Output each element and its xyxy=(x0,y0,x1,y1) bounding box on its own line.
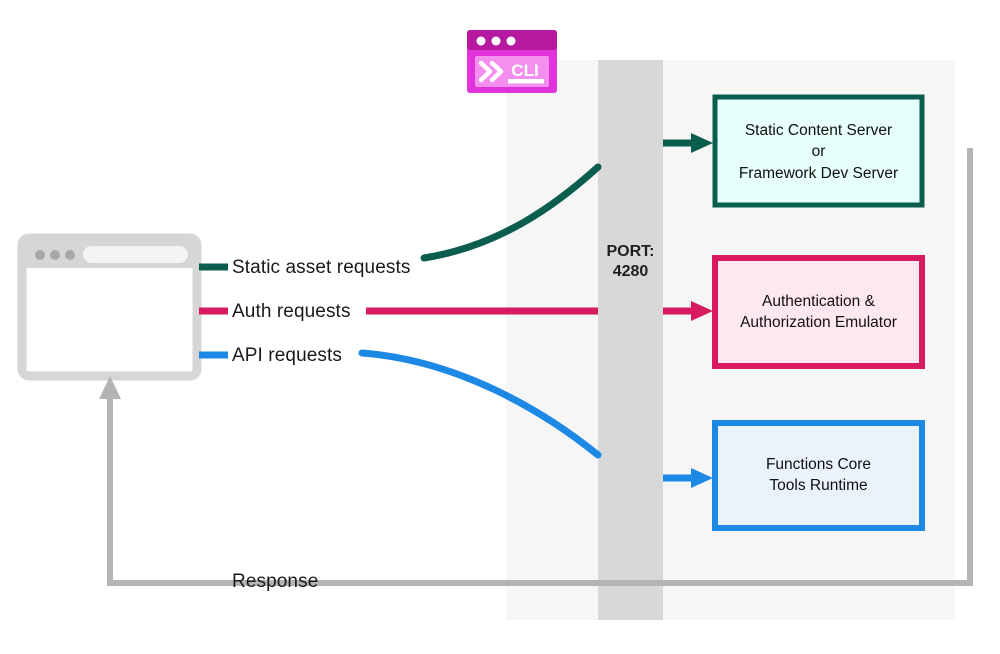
port-band xyxy=(598,60,663,620)
port-label: PORT: 4280 xyxy=(598,242,663,283)
cli-dot-1 xyxy=(476,36,486,46)
flow-arrow-api-icon xyxy=(691,468,713,488)
flow-line-api xyxy=(358,349,602,459)
browser-viewport xyxy=(31,273,188,371)
flow-arrow-auth-icon xyxy=(691,301,713,321)
port-number: 4280 xyxy=(612,263,649,281)
service-label-line-2: or xyxy=(811,143,826,161)
browser-window xyxy=(17,233,202,381)
service-label-line-2: Authorization Emulator xyxy=(740,314,897,332)
browser-dot-1 xyxy=(35,250,45,260)
cli-dot-2 xyxy=(491,36,501,46)
cli-icon-text: CLI xyxy=(511,61,538,80)
cli-underline xyxy=(508,79,544,84)
service-label-line-1: Static Content Server xyxy=(744,122,893,139)
service-box-auth-emulator-rect xyxy=(712,255,925,369)
service-label-line-3: Framework Dev Server xyxy=(738,164,899,182)
browser-dot-3 xyxy=(65,250,75,260)
response-path xyxy=(107,148,973,586)
service-box-static-content-server-rect xyxy=(712,94,925,208)
browser-address-bar[interactable] xyxy=(83,246,188,263)
flow-label-auth: Auth requests xyxy=(232,301,351,322)
flow-arrow-static-icon xyxy=(691,133,713,153)
service-label-static-content-server: Static Content Server or Framework Dev S… xyxy=(716,120,921,184)
service-box-functions-runtime[interactable] xyxy=(712,420,925,531)
cli-chevron-1-icon xyxy=(478,60,493,83)
cli-icon: CLI xyxy=(467,30,557,93)
response-label: Response xyxy=(232,571,319,592)
flow-line-static xyxy=(420,163,602,262)
service-label-line-1: Functions Core xyxy=(765,456,872,473)
service-box-functions-runtime-rect xyxy=(712,420,925,531)
service-label-auth-emulator: Authentication & Authorization Emulator xyxy=(716,291,921,334)
service-label-functions-runtime: Functions Core Tools Runtime xyxy=(716,454,921,497)
service-box-static-content-server[interactable] xyxy=(712,94,925,208)
service-label-line-1: Authentication & xyxy=(762,293,875,310)
cli-dot-3 xyxy=(506,36,516,46)
response-arrow-icon xyxy=(99,376,121,399)
port-caption: PORT: xyxy=(606,243,655,260)
service-label-line-2: Tools Runtime xyxy=(769,477,868,495)
browser-dot-2 xyxy=(50,250,60,260)
flow-label-api: API requests xyxy=(232,345,342,366)
flow-label-static: Static asset requests xyxy=(232,257,411,278)
service-box-auth-emulator[interactable] xyxy=(712,255,925,369)
cli-chevron-2-icon xyxy=(489,60,504,83)
